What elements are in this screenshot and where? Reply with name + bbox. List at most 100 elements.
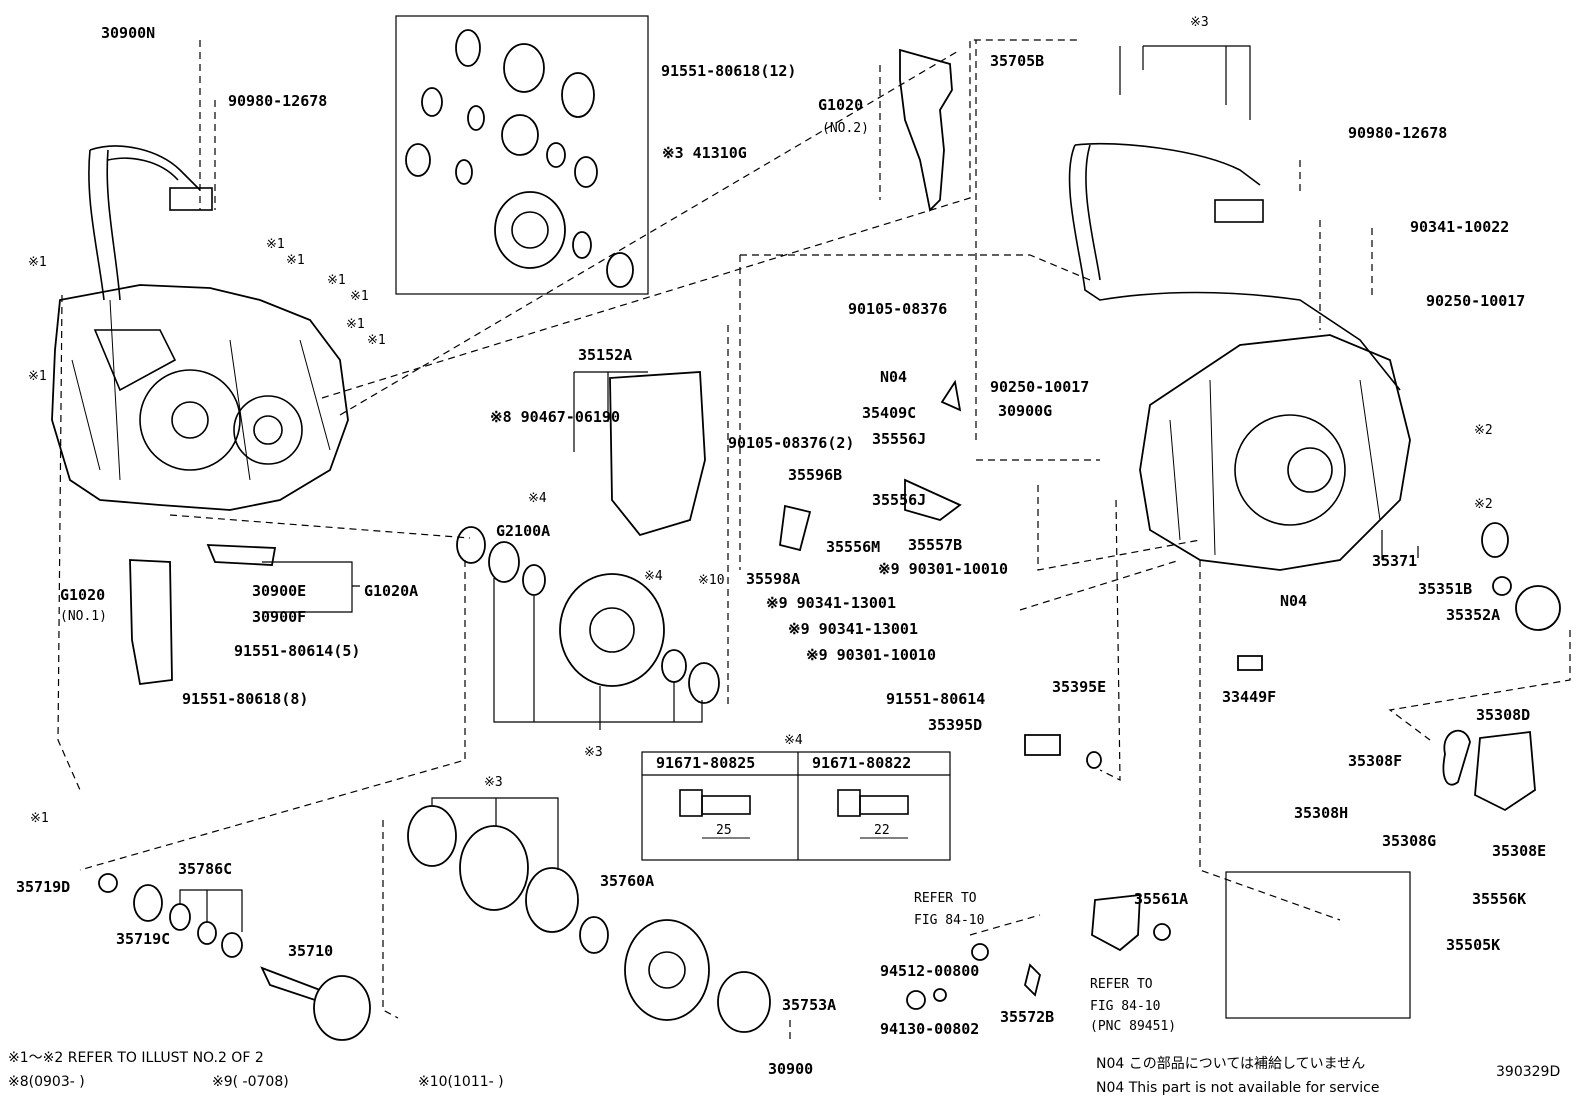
footnote-note9: ※9( -0708): [212, 1074, 289, 1090]
bracket-lines: [262, 45, 1419, 613]
label-35596B: 35596B: [788, 466, 842, 484]
label-note1-h: ※1: [28, 369, 47, 384]
label-90341-13001-b: ※9 90341-13001: [788, 620, 918, 638]
label-note2-a: ※2: [1474, 423, 1493, 438]
counter-gear-assembly: [407, 797, 771, 1033]
inset-box-stud-bolts: [641, 751, 951, 861]
label-G1020-no2: G1020: [818, 96, 863, 114]
inset-box-selector: [1225, 871, 1411, 1019]
label-35719D: 35719D: [16, 878, 70, 896]
label-91551-80618-8: 91551-80618(8): [182, 690, 308, 708]
footnote-note1-2: ※1～※2 REFER TO ILLUST NO.2 OF 2: [8, 1050, 264, 1066]
stud-bolt-drawings: [679, 789, 909, 839]
transaxle-housing-left: [51, 145, 349, 511]
label-90301-10010-top: ※9 90301-10010: [878, 560, 1008, 578]
label-91551-80618-12: 91551-80618(12): [661, 62, 796, 80]
label-note1-b: ※1: [286, 253, 305, 268]
label-fig-84-10-b: FIG 84-10: [1090, 999, 1160, 1014]
footnote-note10: ※10(1011- ): [418, 1074, 504, 1090]
label-94130-00802: 94130-00802: [880, 1020, 979, 1038]
label-35561A: 35561A: [1134, 890, 1188, 908]
label-35598A: 35598A: [746, 570, 800, 588]
label-90105-08376-2: 90105-08376(2): [728, 434, 854, 452]
label-90250-10017-mid: 90250-10017: [990, 378, 1089, 396]
label-35371: 35371: [1372, 552, 1417, 570]
label-90341-10022: 90341-10022: [1410, 218, 1509, 236]
label-note1-i: ※1: [30, 811, 49, 826]
label-35352A: 35352A: [1446, 606, 1500, 624]
label-35395E: 35395E: [1052, 678, 1106, 696]
label-note2-b: ※2: [1474, 497, 1493, 512]
label-no2: (NO.2): [822, 121, 869, 136]
label-90980-12678-left: 90980-12678: [228, 92, 327, 110]
illustration-number: 390329D: [1496, 1064, 1560, 1080]
footnote-note8: ※8(0903- ): [8, 1074, 85, 1090]
differential-assembly-lower: [456, 526, 720, 730]
label-note1-f: ※1: [367, 333, 386, 348]
label-pnc-89451: (PNC 89451): [1090, 1019, 1176, 1034]
label-91551-80614-5: 91551-80614(5): [234, 642, 360, 660]
label-G1020A: G1020A: [364, 582, 418, 600]
label-90467-06190: ※8 90467-06190: [490, 408, 620, 426]
label-90341-13001-a: ※9 90341-13001: [766, 594, 896, 612]
label-35152A: 35152A: [578, 346, 632, 364]
part-labels: 30900N 90980-12678 ※3 41310G 91551-80618…: [16, 15, 1546, 1038]
label-91671-80822: 91671-80822: [812, 754, 911, 772]
label-note3-diff: ※3: [584, 745, 603, 760]
label-note4-b: ※4: [644, 569, 663, 584]
leader-lines: [57, 39, 1571, 1040]
label-G1020-no1: G1020: [60, 586, 105, 604]
inset-box-differential: [395, 15, 649, 295]
label-30900G: 30900G: [998, 402, 1052, 420]
label-35753A: 35753A: [782, 996, 836, 1014]
label-35557B: 35557B: [908, 536, 962, 554]
label-35719C: 35719C: [116, 930, 170, 948]
label-35556M: 35556M: [826, 538, 880, 556]
small-parts: [129, 48, 1561, 1010]
label-note4-table: ※4: [784, 733, 803, 748]
label-note3-counter: ※3: [484, 775, 503, 790]
label-30900N: 30900N: [101, 24, 155, 42]
label-note10: ※10: [698, 573, 725, 588]
label-G2100A: G2100A: [496, 522, 550, 540]
label-note4-a: ※4: [528, 491, 547, 506]
label-35505K: 35505K: [1446, 936, 1500, 954]
label-35308G: 35308G: [1382, 832, 1436, 850]
label-fig-84-10-a: FIG 84-10: [914, 913, 984, 928]
label-note3-top: ※3: [1190, 15, 1209, 30]
label-N04-housing: N04: [1280, 592, 1307, 610]
label-35308E: 35308E: [1492, 842, 1546, 860]
label-35409C: 35409C: [862, 404, 916, 422]
label-35308F: 35308F: [1348, 752, 1402, 770]
label-90250-10017-top: 90250-10017: [1426, 292, 1525, 310]
assembly-number: 30900: [768, 1060, 813, 1078]
label-35572B: 35572B: [1000, 1008, 1054, 1026]
label-35556J-mid: 35556J: [872, 491, 926, 509]
label-90980-12678-right: 90980-12678: [1348, 124, 1447, 142]
differential-parts-inset: [405, 29, 634, 288]
label-35710: 35710: [288, 942, 333, 960]
footnotes: ※1～※2 REFER TO ILLUST NO.2 OF 2 ※8(0903-…: [8, 1050, 1560, 1096]
label-35786C: 35786C: [178, 860, 232, 878]
n04-note-english: N04 This part is not available for servi…: [1096, 1080, 1379, 1096]
label-35760A: 35760A: [600, 872, 654, 890]
label-90301-10010-b: ※9 90301-10010: [806, 646, 936, 664]
label-91671-80825: 91671-80825: [656, 754, 755, 772]
label-35705B: 35705B: [990, 52, 1044, 70]
label-refer-to-a: REFER TO: [914, 891, 977, 906]
label-note1-e: ※1: [346, 317, 365, 332]
label-30900E: 30900E: [252, 582, 306, 600]
label-N04-bracket: N04: [880, 368, 907, 386]
label-35308H: 35308H: [1294, 804, 1348, 822]
label-dim-22: 22: [874, 823, 890, 838]
label-note1-c: ※1: [327, 273, 346, 288]
label-35351B: 35351B: [1418, 580, 1472, 598]
label-dim-25: 25: [716, 823, 732, 838]
label-94512-00800: 94512-00800: [880, 962, 979, 980]
label-refer-to-b: REFER TO: [1090, 977, 1153, 992]
label-no1: (NO.1): [60, 609, 107, 624]
label-91551-80614: 91551-80614: [886, 690, 985, 708]
n04-note-japanese: N04 この部品については補給していません: [1096, 1056, 1365, 1072]
label-35556K: 35556K: [1472, 890, 1526, 908]
